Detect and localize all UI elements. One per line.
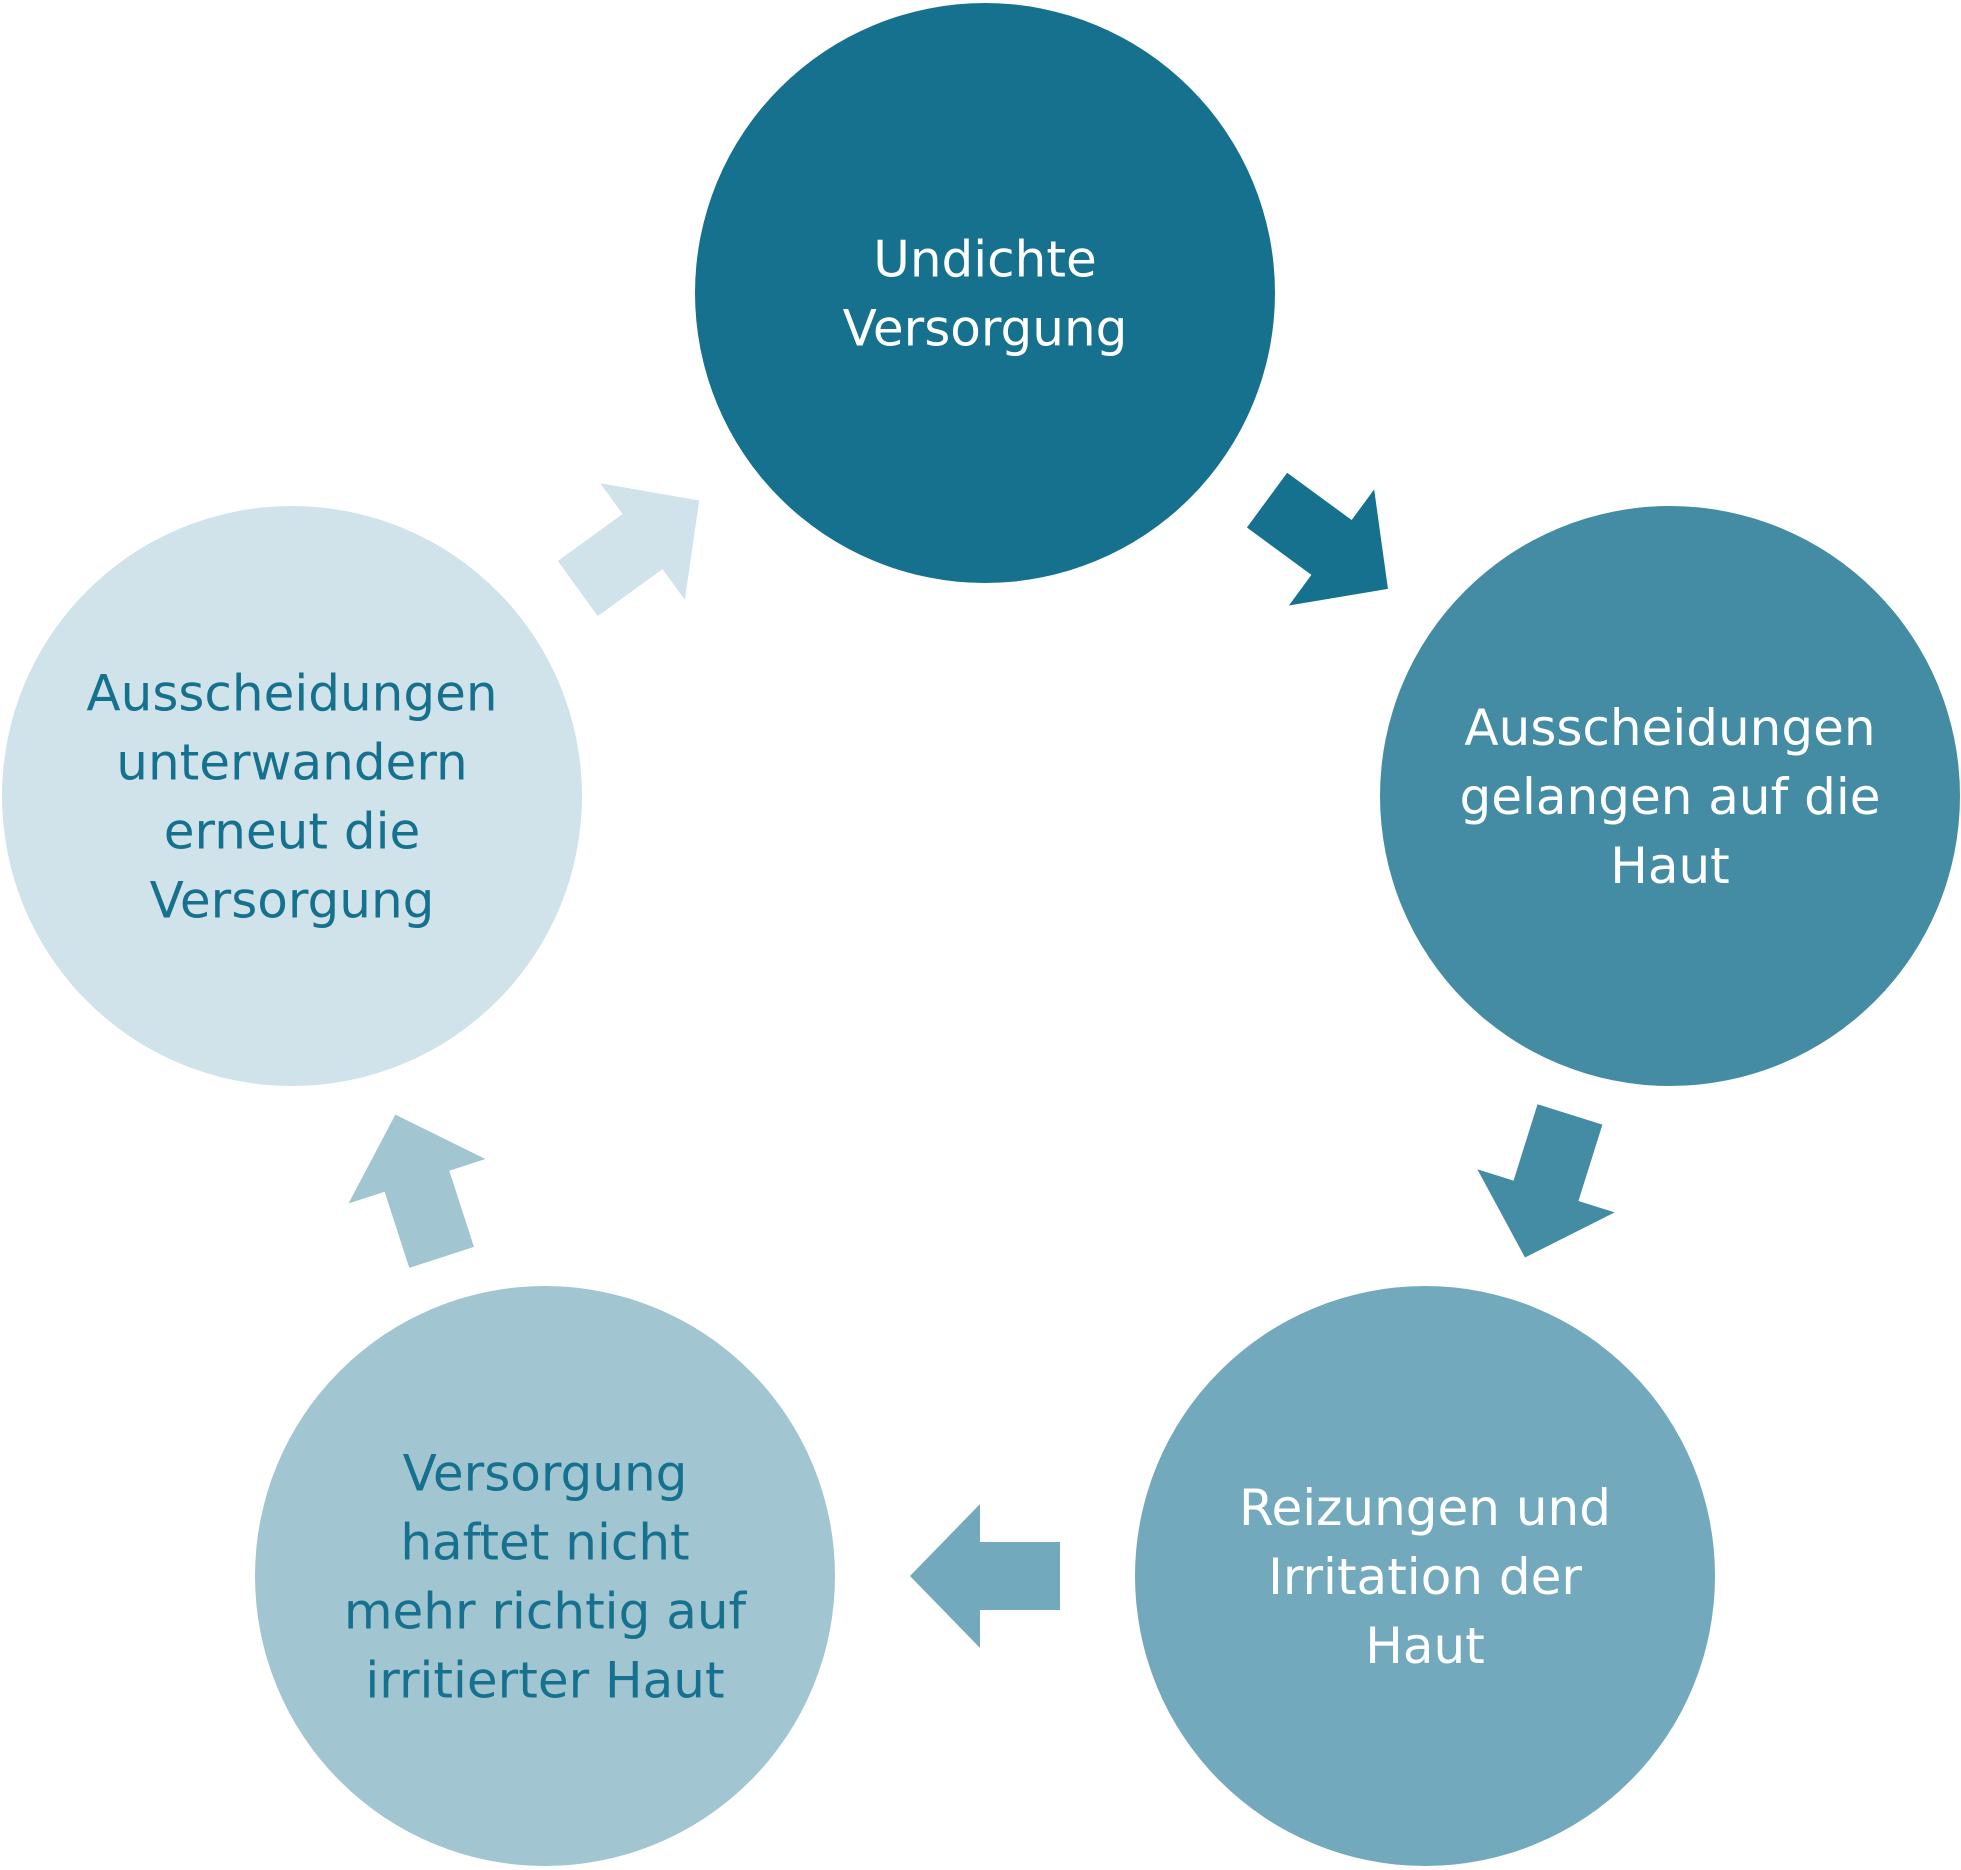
node-circle: [1380, 506, 1960, 1086]
arrow-icon: [910, 1504, 1060, 1648]
node-label-line: erneut die: [164, 803, 420, 861]
node-label-line: Versorgung: [150, 872, 435, 930]
node-label-line: unterwandern: [116, 734, 467, 792]
node-label-line: Haut: [1365, 1617, 1485, 1675]
node-circle: [255, 1286, 835, 1866]
arrow-icon: [557, 483, 700, 617]
node-label-line: Ausscheidungen: [1464, 699, 1875, 757]
node-label-line: Versorgung: [843, 300, 1128, 358]
node-layer: UndichteVersorgungAusscheidungengelangen…: [2, 3, 1960, 1866]
node-label-line: mehr richtig auf: [344, 1583, 748, 1641]
node-circle: [1135, 1286, 1715, 1866]
cycle-node-4: Versorgung haftet nicht mehr richtig auf ir…: [255, 1286, 835, 1866]
node-circle: [2, 506, 582, 1086]
arrow-icon: [1246, 472, 1388, 606]
node-label-line: haftet nicht: [400, 1514, 689, 1572]
node-label-line: Reizungen und: [1239, 1479, 1611, 1537]
arrow-icon: [348, 1114, 486, 1268]
cycle-node-5: Ausscheidungen unterwandern erneut dieVers…: [2, 506, 582, 1086]
arrow-icon: [1477, 1104, 1615, 1258]
node-label-line: Ausscheidungen: [86, 665, 497, 723]
node-circle: [695, 3, 1275, 583]
arrow-layer: [348, 472, 1615, 1648]
node-label-line: Versorgung: [403, 1445, 688, 1503]
node-label-line: irritierter Haut: [365, 1652, 724, 1710]
node-label-line: Undichte: [873, 231, 1096, 289]
node-label-line: gelangen auf die: [1459, 768, 1880, 826]
node-label-line: Haut: [1610, 837, 1730, 895]
node-label-line: Irritation der: [1268, 1548, 1582, 1606]
